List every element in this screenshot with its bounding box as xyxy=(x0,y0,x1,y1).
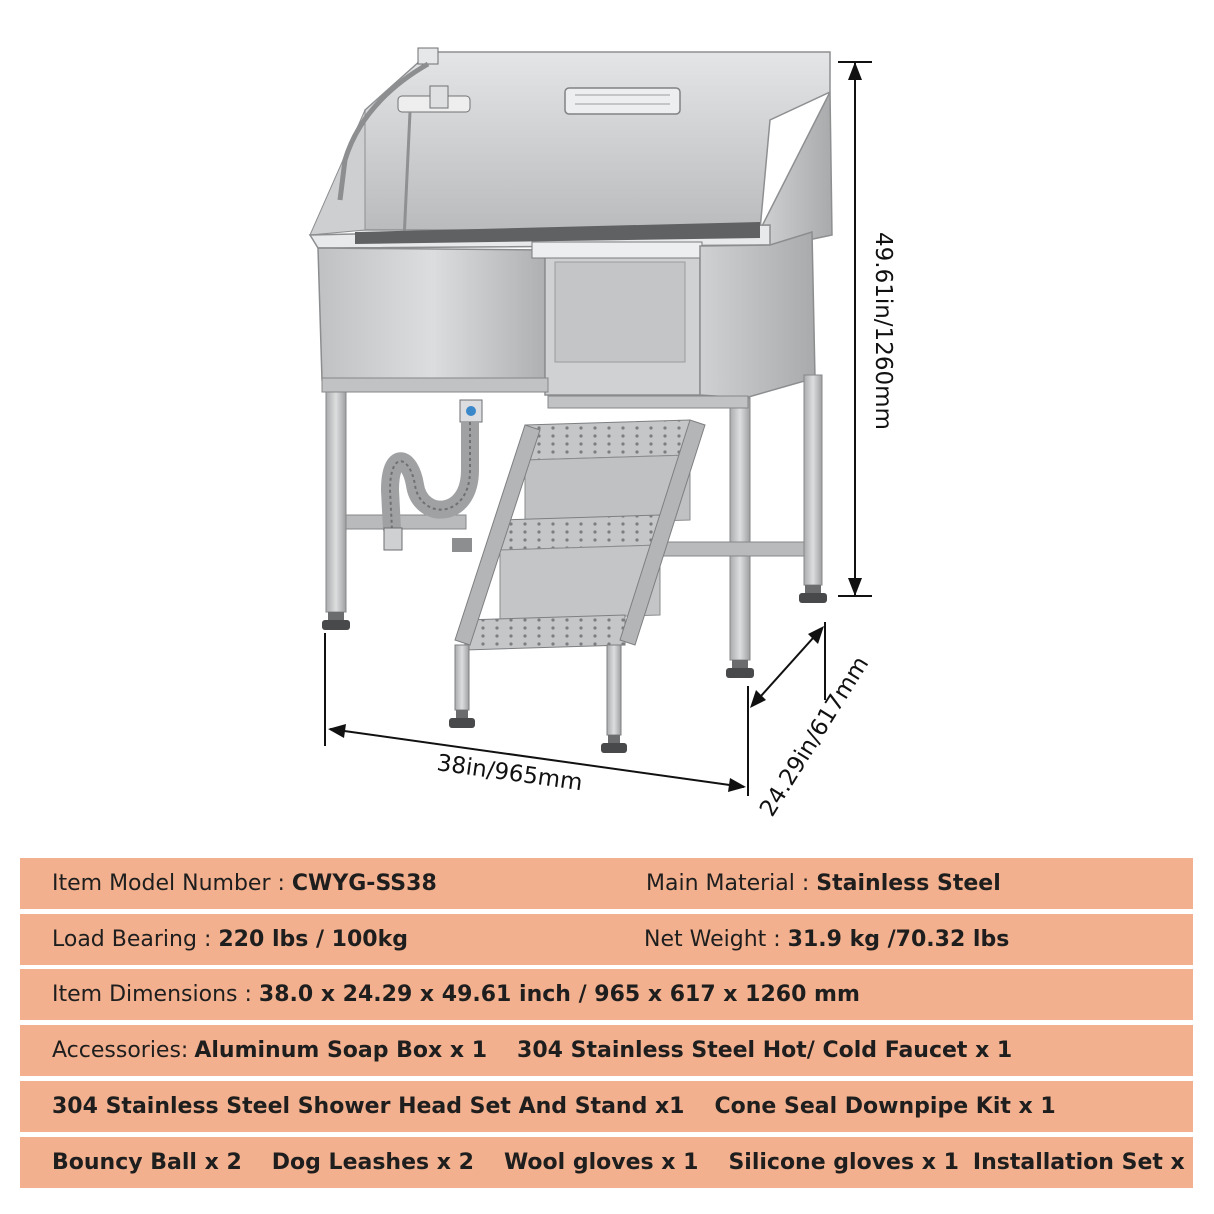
accessories-row-1: Accessories: Aluminum Soap Box x 1 304 S… xyxy=(20,1025,1193,1076)
accessories-row-3: Bouncy Ball x 2 Dog Leashes x 2 Wool glo… xyxy=(20,1137,1193,1188)
accessory-item: Bouncy Ball x 2 xyxy=(52,1150,242,1175)
accessory-item: Installation Set x 1 xyxy=(972,1150,1193,1175)
backsplash xyxy=(309,51,833,249)
accessory-item: Wool gloves x 1 xyxy=(503,1150,699,1175)
spec-row-model: Item Model Number : CWYG-SS38 Main Mater… xyxy=(20,858,1193,909)
accessories-label: Accessories: xyxy=(52,1038,189,1063)
drain-pipe xyxy=(380,399,483,552)
height-label: 49.61in/1260mm xyxy=(870,232,896,430)
width-dimension: 38in/965mm xyxy=(324,633,749,796)
material-value: Stainless Steel xyxy=(816,871,1001,896)
separator: : xyxy=(196,927,219,952)
grooming-tub-illustration: 49.61in/1260mm 38in/965mm 24.29in/617mm xyxy=(308,47,896,821)
accessory-item: Cone Seal Downpipe Kit x 1 xyxy=(714,1094,1056,1119)
depth-label: 24.29in/617mm xyxy=(755,652,874,821)
dimensions-label: Item Dimensions xyxy=(52,982,238,1007)
height-dimension: 49.61in/1260mm xyxy=(838,61,896,597)
depth-dimension: 24.29in/617mm xyxy=(750,622,874,821)
spec-row-dimensions: Item Dimensions : 38.0 x 24.29 x 49.61 i… xyxy=(20,969,1193,1020)
accessory-item: Dog Leashes x 2 xyxy=(271,1150,474,1175)
model-label: Item Model Number xyxy=(52,871,271,896)
weight-value: 31.9 kg /70.32 lbs xyxy=(787,927,1010,952)
material-label: Main Material xyxy=(646,871,795,896)
accessory-item: Silicone gloves x 1 xyxy=(728,1150,959,1175)
spec-row-load: Load Bearing : 220 lbs / 100kg Net Weigh… xyxy=(20,914,1193,965)
separator: : xyxy=(270,871,292,896)
separator: : xyxy=(766,927,788,952)
separator: : xyxy=(794,871,817,896)
separator: : xyxy=(237,982,259,1007)
weight-label: Net Weight xyxy=(644,927,767,952)
tub-basin xyxy=(308,222,816,399)
accessory-item: 304 Stainless Steel Shower Head Set And … xyxy=(52,1094,685,1119)
faucet-shower-set xyxy=(337,47,471,241)
pet-steps xyxy=(449,419,706,753)
model-value: CWYG-SS38 xyxy=(291,871,437,896)
soap-box xyxy=(564,87,681,115)
dimensions-value: 38.0 x 24.29 x 49.61 inch / 965 x 617 x … xyxy=(258,982,860,1007)
accessory-item: Aluminum Soap Box x 1 xyxy=(194,1038,488,1063)
width-label: 38in/965mm xyxy=(435,750,584,796)
load-value: 220 lbs / 100kg xyxy=(218,927,408,952)
accessories-row-2: 304 Stainless Steel Shower Head Set And … xyxy=(20,1081,1193,1132)
load-label: Load Bearing xyxy=(52,927,197,952)
accessory-item: 304 Stainless Steel Hot/ Cold Faucet x 1 xyxy=(517,1038,1013,1063)
